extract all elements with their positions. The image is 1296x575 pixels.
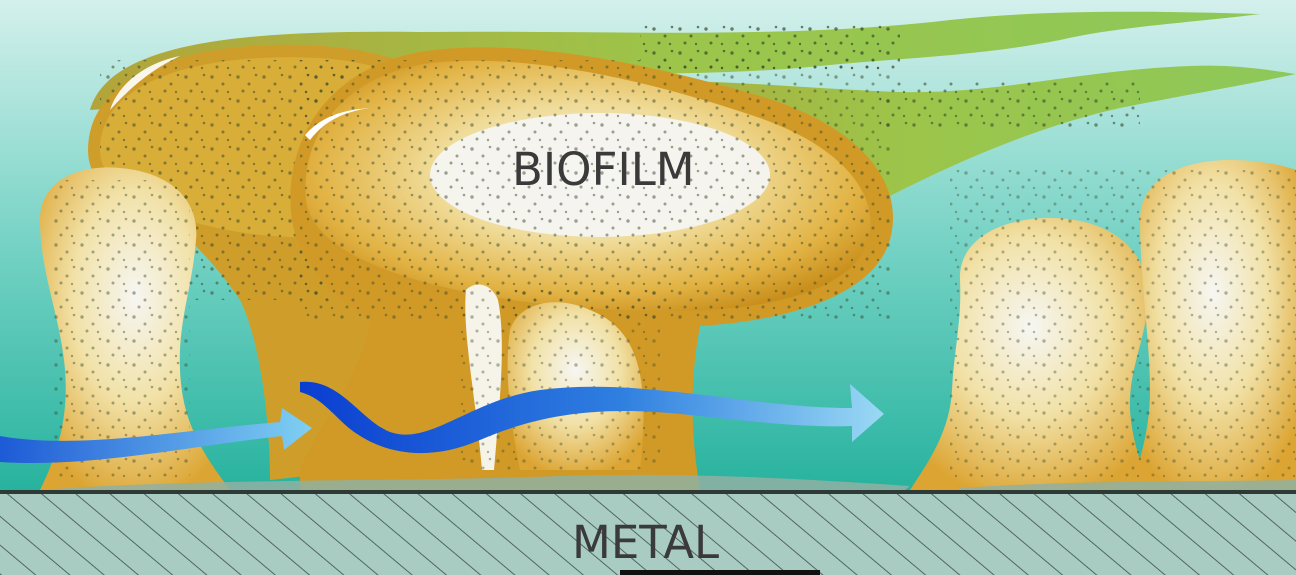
biofilm-label: BIOFILM — [512, 143, 695, 196]
metal-label: METAL — [572, 516, 719, 569]
biofilm-pillars-right — [910, 160, 1296, 490]
